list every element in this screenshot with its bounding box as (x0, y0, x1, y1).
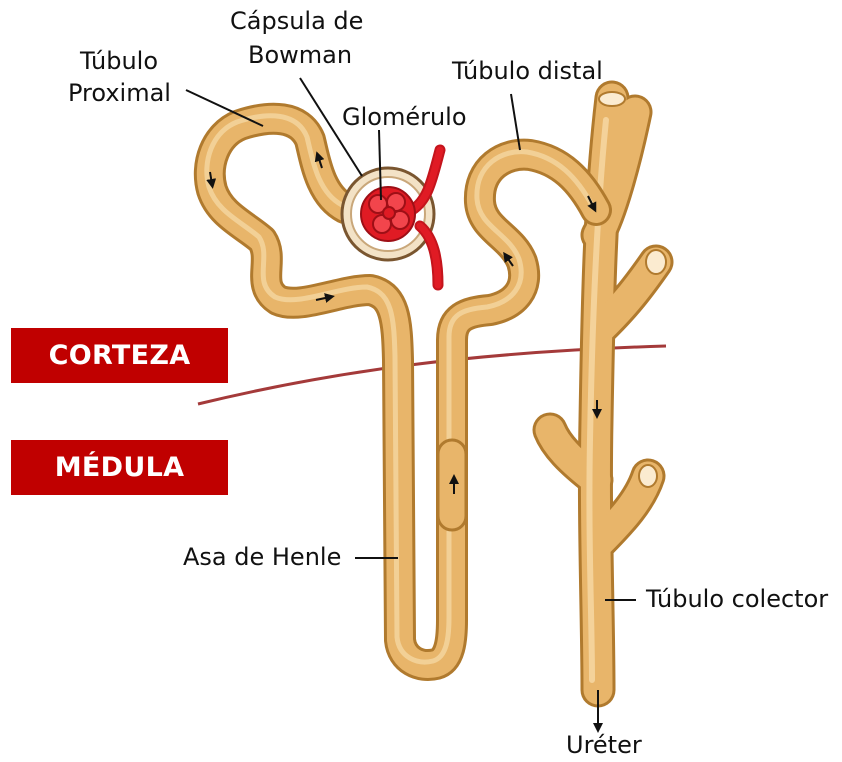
tubulo-proximal-label-line1: Túbulo (80, 46, 158, 76)
asa-de-henle-label: Asa de Henle (183, 542, 341, 572)
tubulo-colector-label: Túbulo colector (646, 584, 828, 614)
corteza-label: CORTEZA (49, 340, 191, 371)
tubulo-distal-label: Túbulo distal (452, 56, 603, 86)
medula-region-tag: MÉDULA (11, 440, 228, 495)
tubulo-proximal-label-line2: Proximal (68, 78, 171, 108)
capsula-label-line2: Bowman (248, 40, 352, 70)
bowman-capsule-glomerulus (342, 150, 440, 285)
medula-label: MÉDULA (55, 452, 185, 483)
capsula-label-line1: Cápsula de (230, 6, 363, 36)
glomerulo-label: Glomérulo (342, 102, 467, 132)
ureter-label: Uréter (566, 730, 642, 760)
corteza-region-tag: CORTEZA (11, 328, 228, 383)
